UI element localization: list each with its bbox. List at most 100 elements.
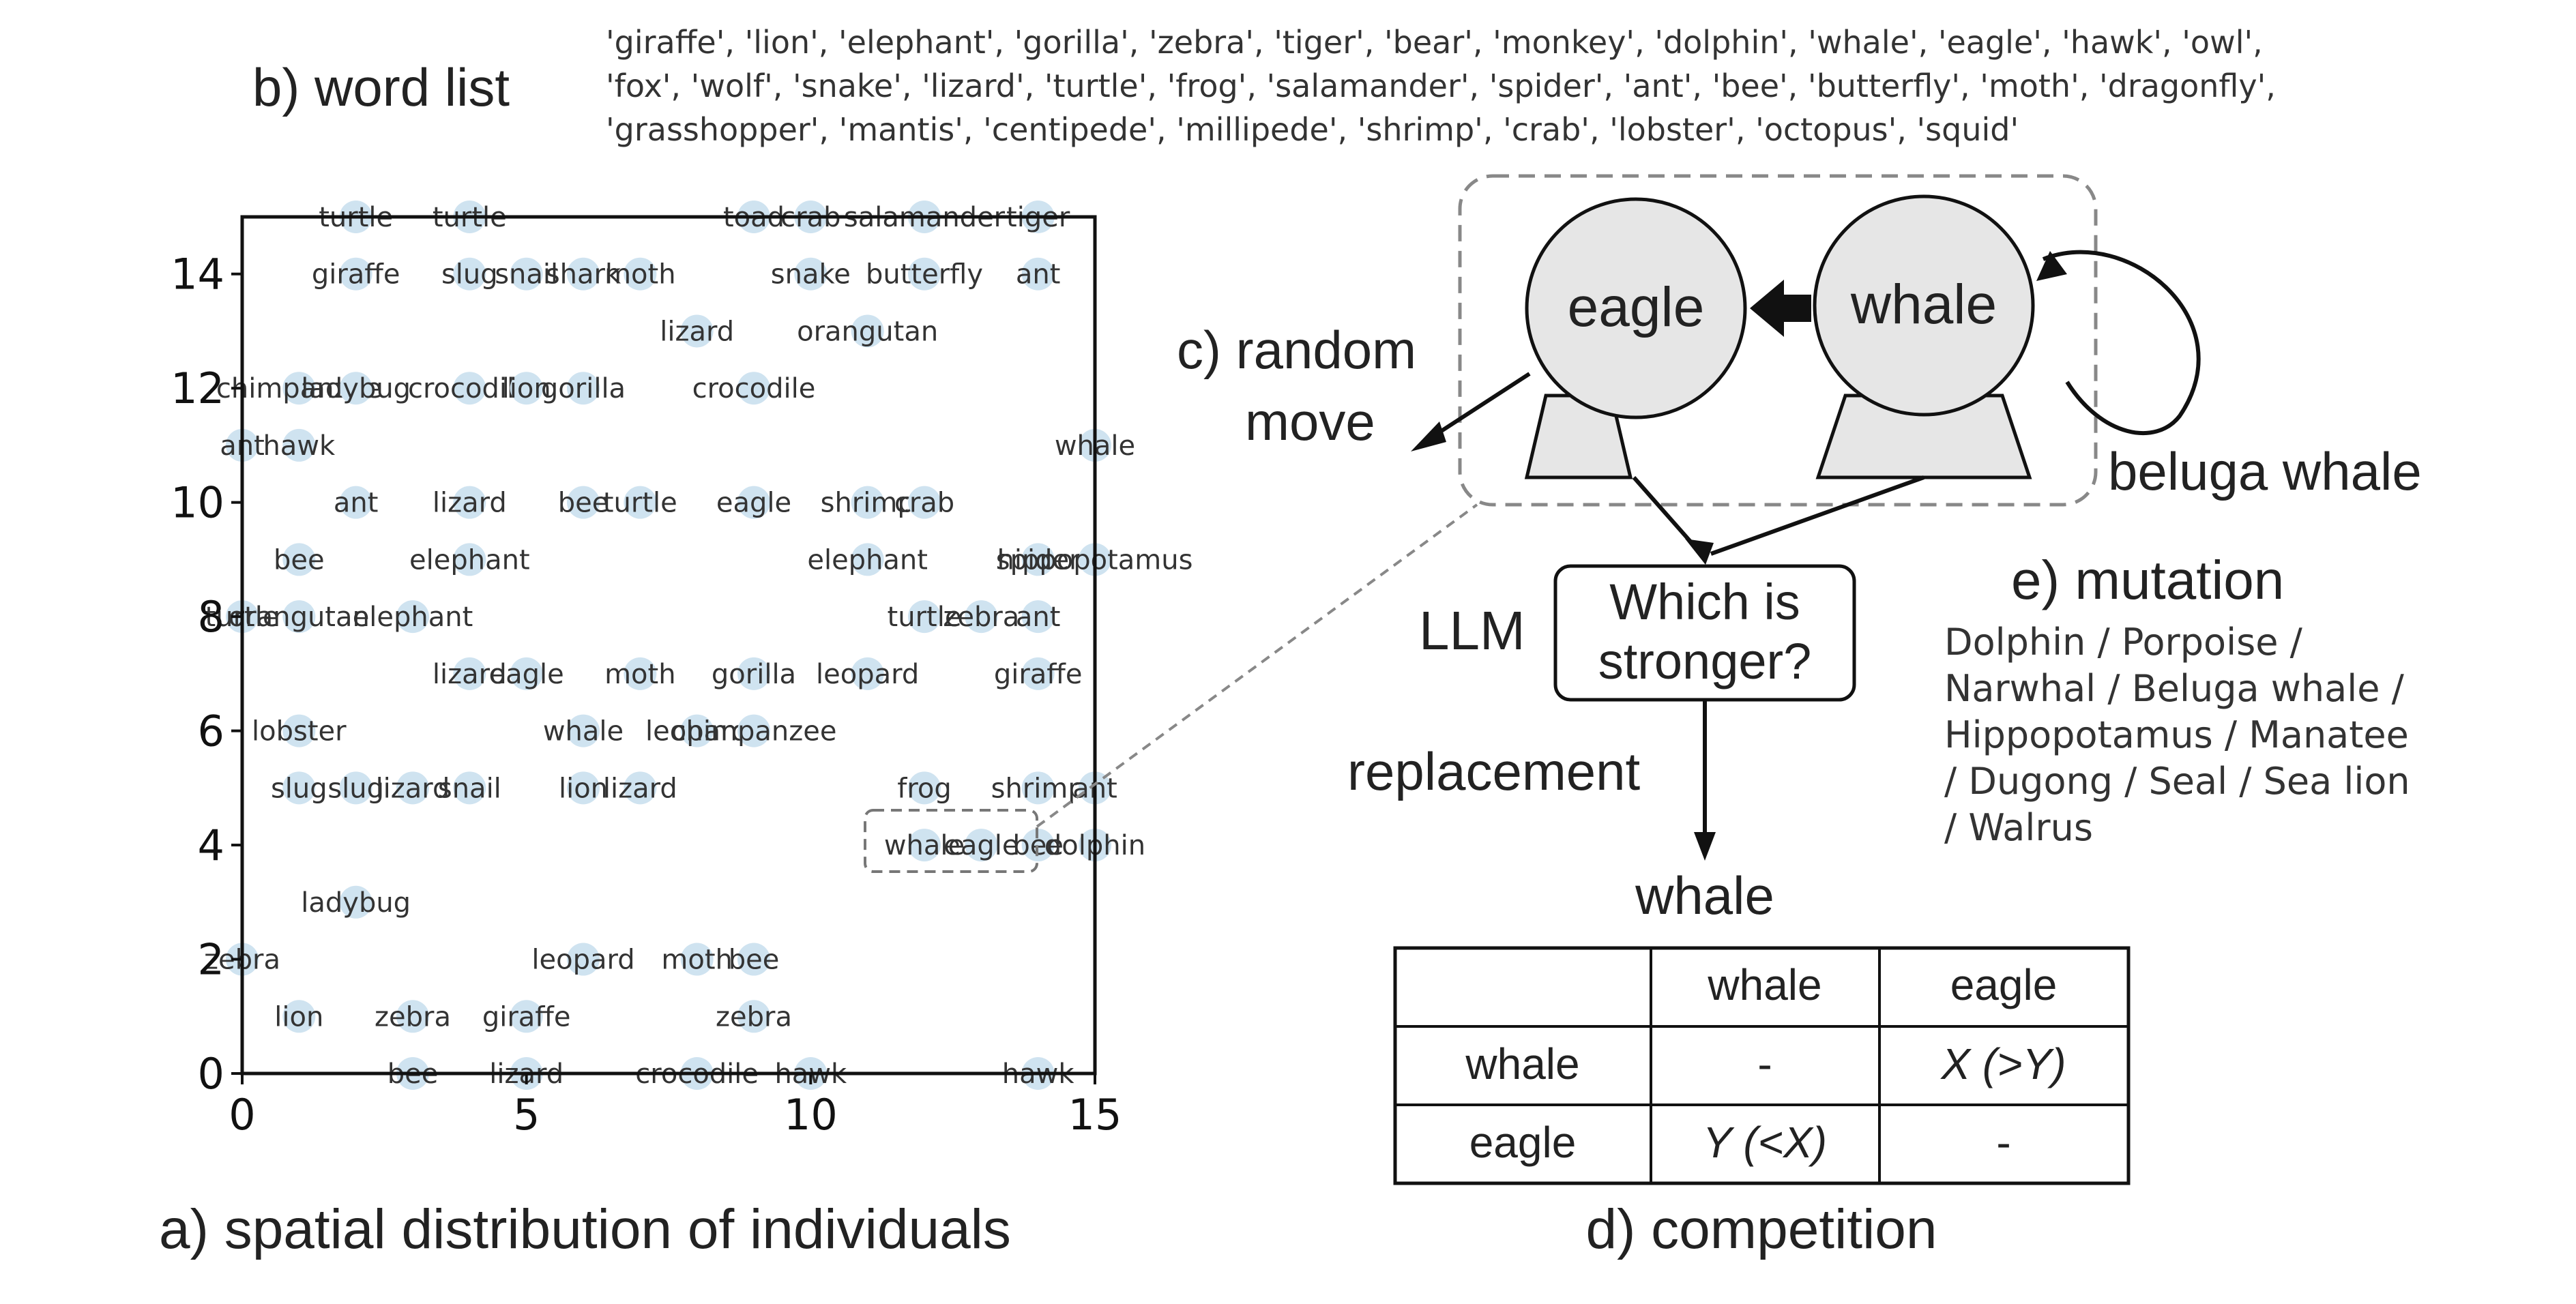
table-cell: - [1757, 1039, 1772, 1088]
data-point [851, 543, 884, 576]
random-move-arrowhead-icon [1411, 421, 1446, 451]
data-point-label: lizard [660, 316, 734, 347]
x-tick-label: 10 [784, 1090, 838, 1140]
data-point-label: moth [661, 945, 732, 976]
mutation-loop-arrowhead-icon [2036, 251, 2067, 281]
data-point-label: eagle [943, 830, 1019, 861]
data-point [737, 486, 770, 519]
data-point-label: lizard [603, 773, 677, 804]
mutation-list-line: / Dugong / Seal / Sea lion [1944, 760, 2410, 803]
data-point [339, 771, 372, 805]
llm-input-arrowhead-icon [1685, 539, 1714, 565]
data-point [453, 543, 486, 576]
table-cell: X (>Y) [1940, 1039, 2066, 1088]
data-point-label: giraffe [994, 659, 1083, 690]
x-tick-label: 0 [229, 1090, 255, 1140]
data-point-label: hawk [263, 430, 336, 462]
data-point [965, 829, 998, 862]
data-point [567, 943, 600, 976]
table-row-label: whale [1465, 1039, 1579, 1088]
data-point-label: zebra [716, 1001, 792, 1033]
data-point-label: elephant [353, 602, 473, 633]
data-point-label: lion [559, 773, 608, 804]
mutation-list-line: Dolphin / Porpoise / [1944, 621, 2303, 664]
agent-head [1813, 194, 2035, 417]
data-point [680, 314, 714, 348]
data-point-label: zebra [375, 1001, 451, 1033]
table-cell: Y (<X) [1703, 1118, 1827, 1167]
data-point-label: bee [274, 544, 325, 576]
data-point [737, 1000, 770, 1033]
data-point-label: crab [894, 488, 954, 519]
data-point-label: elephant [409, 544, 530, 576]
y-tick-label: 8 [198, 592, 224, 642]
data-point [908, 829, 941, 862]
data-point [396, 771, 429, 805]
data-point [1021, 771, 1055, 805]
mutation-loop [2042, 250, 2201, 436]
agent-eagle-label: eagle [1568, 276, 1705, 338]
y-tick-label: 0 [198, 1049, 224, 1099]
y-tick-label: 2 [198, 935, 224, 985]
mutation-heading: e) mutation [2011, 550, 2284, 610]
word-list-heading: b) word list [252, 57, 510, 117]
mutation-word: beluga whale [2108, 441, 2422, 501]
table-cell: - [1996, 1118, 2010, 1167]
data-point [510, 372, 543, 405]
data-point [282, 600, 316, 634]
data-point [567, 486, 600, 519]
data-point-label: orangutan [797, 316, 938, 347]
data-point-label: giraffe [482, 1001, 571, 1033]
data-point-label: ant [1016, 602, 1061, 633]
data-point-label: lizard [433, 488, 507, 519]
data-point-label: chimpanzee [671, 716, 837, 747]
zoom-box [864, 809, 1038, 873]
llm-label: LLM [1419, 600, 1525, 661]
plot-frame [240, 215, 1097, 1076]
replacement-label: replacement [1347, 741, 1641, 801]
data-point [510, 257, 543, 291]
data-point [510, 1000, 543, 1033]
data-point-label: snail [438, 773, 501, 804]
word-list-line: 'giraffe', 'lion', 'elephant', 'gorilla'… [606, 24, 2263, 61]
data-point [282, 428, 316, 462]
competition-caption: d) competition [1585, 1198, 1937, 1260]
data-point [737, 372, 770, 405]
data-point-label: bee [558, 488, 609, 519]
data-point [680, 714, 714, 747]
data-point-label: shrimp [991, 773, 1085, 804]
data-point-label: butterfly [866, 259, 983, 291]
data-point [453, 771, 486, 805]
data-point-label: bee [729, 945, 780, 976]
data-point-label: turtle [888, 602, 962, 633]
llm-question-line: Which is [1609, 574, 1800, 630]
data-point-label: frog [897, 773, 952, 804]
word-list-text: 'giraffe', 'lion', 'elephant', 'gorilla'… [606, 24, 2276, 148]
data-point [339, 257, 372, 291]
data-point-label: crocodile [692, 373, 816, 404]
data-point [282, 714, 316, 747]
data-point [282, 771, 316, 805]
random-move-label-2: move [1245, 391, 1375, 451]
data-point-label: leopard [531, 945, 634, 976]
data-point [282, 543, 316, 576]
data-point [396, 600, 429, 634]
data-point-label: lobster [252, 716, 347, 747]
table-header-cell: whale [1707, 960, 1821, 1009]
data-point [908, 600, 941, 634]
data-point-label: leopard [645, 716, 748, 747]
data-point [1021, 657, 1055, 690]
data-point-label: ant [334, 488, 379, 519]
agent-whale-label: whale [1850, 273, 1997, 336]
table-frame [1393, 946, 2131, 1185]
data-point-label: lion [274, 1001, 323, 1033]
data-point-label: giraffe [312, 259, 400, 291]
data-point [339, 486, 372, 519]
data-point [339, 885, 372, 919]
competition-table: whale eagle whale - X (>Y) eagle Y (<X) … [1393, 946, 2131, 1185]
replacement-arrowhead-icon [1694, 832, 1716, 861]
agent-whale: whale [1813, 194, 2035, 479]
data-point-label: elephant [807, 544, 928, 576]
